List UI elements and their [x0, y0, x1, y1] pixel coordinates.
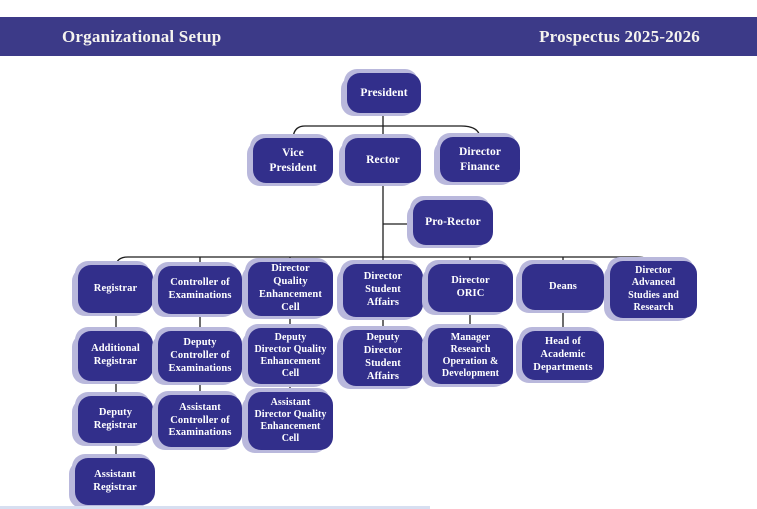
node-director-student-affairs: Director Student Affairs: [343, 264, 423, 317]
node-controller-examinations: Controller of Examinations: [158, 266, 242, 314]
node-assistant-controller-examinations: Assistant Controller of Examinations: [158, 395, 242, 447]
node-deans: Deans: [522, 264, 604, 310]
node-director-finance: Director Finance: [440, 137, 520, 182]
node-additional-registrar: Additional Registrar: [78, 331, 153, 381]
node-head-academic-departments: Head of Academic Departments: [522, 331, 604, 380]
node-assistant-director-qec: Assistant Director Quality Enhancement C…: [248, 392, 333, 450]
header-bar: Organizational Setup Prospectus 2025-202…: [0, 17, 757, 56]
node-assistant-registrar: Assistant Registrar: [75, 458, 155, 505]
node-deputy-director-qec: Deputy Director Quality Enhancement Cell: [248, 328, 333, 384]
node-director-advanced-studies: Director Advanced Studies and Research: [610, 261, 697, 318]
page-title: Organizational Setup: [62, 26, 222, 46]
connector-paths: [115, 113, 650, 460]
node-deputy-controller-examinations: Deputy Controller of Examinations: [158, 331, 242, 382]
connector-president-bracket: [292, 125, 481, 141]
node-director-oric: Director ORIC: [428, 264, 513, 312]
node-rector: Rector: [345, 138, 421, 183]
connector-heads-bracket: [115, 256, 650, 268]
node-manager-research: Manager Research Operation & Development: [428, 328, 513, 384]
prospectus-edition: Prospectus 2025-2026: [539, 26, 700, 46]
node-deputy-director-student-affairs: Deputy Director Student Affairs: [343, 330, 423, 386]
node-deputy-registrar: Deputy Registrar: [78, 396, 153, 443]
node-pro-rector: Pro-Rector: [413, 200, 493, 245]
node-director-qec: Director Quality Enhancement Cell: [248, 262, 333, 316]
node-president: President: [347, 73, 421, 113]
page-bottom-edge: [0, 506, 430, 509]
node-vice-president: Vice President: [253, 138, 333, 183]
node-registrar: Registrar: [78, 265, 153, 313]
